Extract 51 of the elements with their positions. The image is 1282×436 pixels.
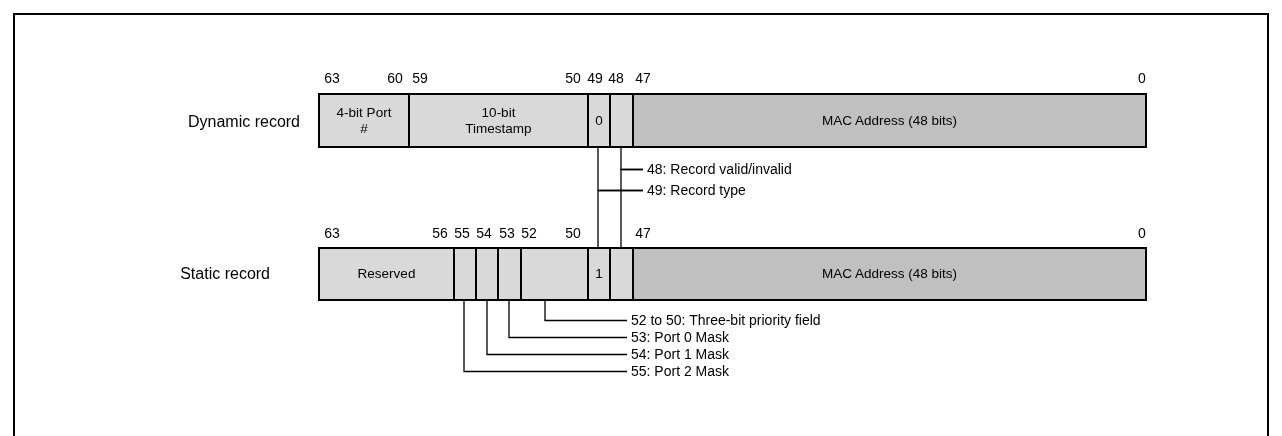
row-label: Dynamic record <box>187 112 300 132</box>
bit-field-cell <box>520 247 589 301</box>
bit-number: 54 <box>476 225 492 242</box>
annotation-text: 52 to 50: Three-bit priority field <box>627 312 821 329</box>
bit-field-cell <box>587 247 611 301</box>
row-label: Static record <box>180 264 270 284</box>
bit-field-cell <box>453 247 477 301</box>
bit-field-cell <box>609 247 634 301</box>
bit-number: 50 <box>565 70 581 87</box>
bit-field-cell <box>609 93 634 148</box>
bit-number: 47 <box>635 225 651 242</box>
bit-field-cell <box>632 247 1147 301</box>
annotation-text: 48: Record valid/invalid <box>643 161 792 178</box>
leader-line <box>463 300 628 373</box>
leader-line <box>597 189 644 248</box>
bit-number: 59 <box>412 70 428 87</box>
bit-number: 56 <box>432 225 448 242</box>
field-label: 4-bit Port # <box>336 104 392 137</box>
bit-field-cell <box>587 93 611 148</box>
bit-field-cell <box>318 93 410 148</box>
leader-line <box>544 300 628 322</box>
annotation-text: 53: Port 0 Mask <box>627 329 730 346</box>
bit-number: 48 <box>608 70 624 87</box>
leader-line <box>508 300 628 339</box>
bit-number: 63 <box>324 225 340 242</box>
bit-number: 52 <box>521 225 537 242</box>
bit-number: 47 <box>635 70 651 87</box>
leader-line <box>486 300 628 356</box>
field-label: MAC Address (48 bits) <box>821 112 957 129</box>
annotation-text: 49: Record type <box>643 182 746 199</box>
field-label: Reserved <box>357 266 416 282</box>
bit-number: 0 <box>1138 225 1146 242</box>
bit-number: 53 <box>499 225 515 242</box>
bit-number: 0 <box>1138 70 1146 87</box>
field-label: 10-bit Timestamp <box>464 104 533 137</box>
bit-number: 60 <box>387 70 403 87</box>
annotation-text: 54: Port 1 Mask <box>627 346 730 363</box>
bit-number: 49 <box>587 70 603 87</box>
bit-field-cell <box>408 93 589 148</box>
bit-field-cell <box>475 247 499 301</box>
field-label: 1 <box>595 266 603 282</box>
annotation-text: 55: Port 2 Mask <box>627 363 730 380</box>
bit-number: 55 <box>454 225 470 242</box>
leader-line <box>620 168 644 248</box>
bit-field-cell <box>632 93 1147 148</box>
field-label: MAC Address (48 bits) <box>821 266 957 282</box>
bit-field-cell <box>497 247 522 301</box>
bit-field-cell <box>318 247 455 301</box>
field-label: 0 <box>595 112 603 129</box>
bit-number: 50 <box>565 225 581 242</box>
bit-number: 63 <box>324 70 340 87</box>
